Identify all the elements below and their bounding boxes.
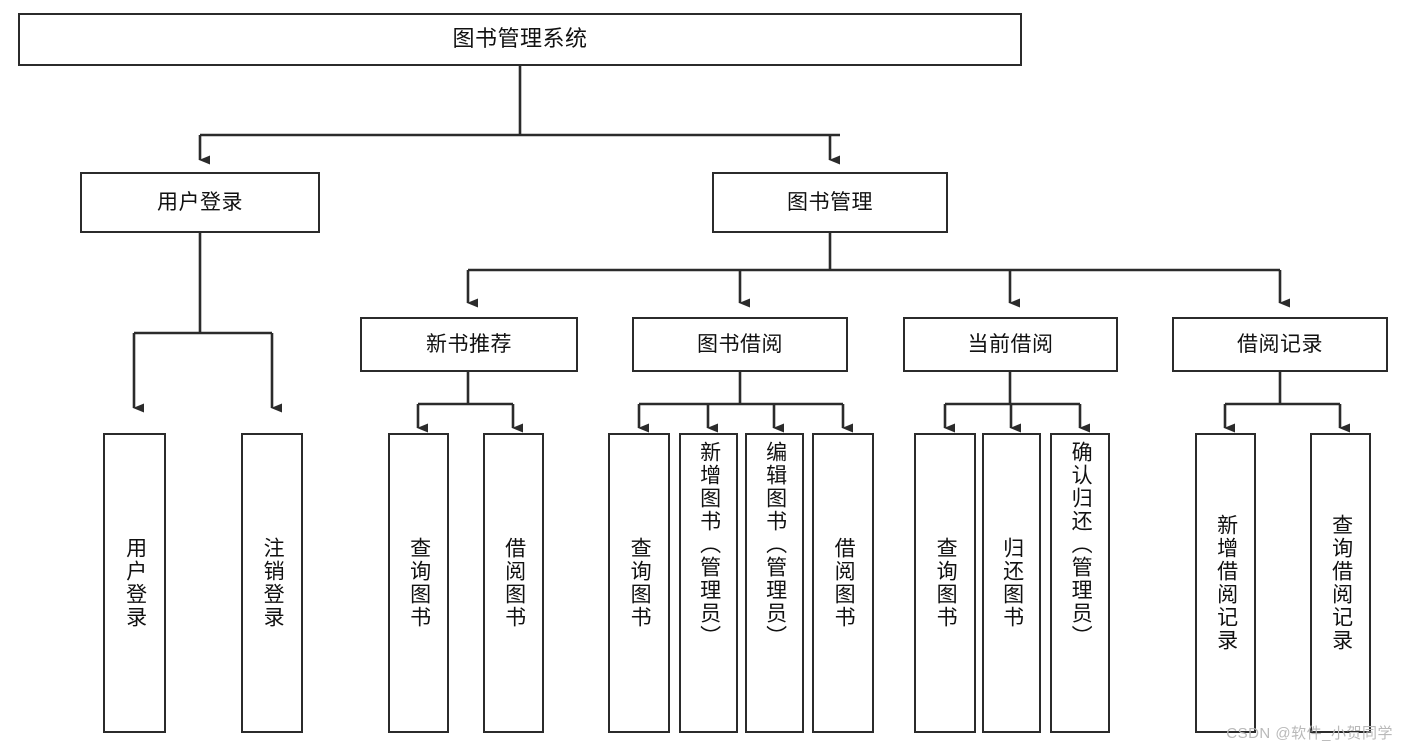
leaf-borrow-book-1-label: 借阅图书 — [502, 537, 526, 629]
node-user-login-label: 用户登录 — [157, 190, 243, 214]
leaf-query-book-3[interactable]: 查询图书 — [914, 433, 976, 733]
node-root-system-label: 图书管理系统 — [452, 26, 588, 52]
leaf-query-record[interactable]: 查询借阅记录 — [1310, 433, 1371, 733]
leaf-edit-book[interactable]: 编辑图书（管理员） — [745, 433, 804, 733]
leaf-borrow-book-1[interactable]: 借阅图书 — [483, 433, 544, 733]
leaf-add-record[interactable]: 新增借阅记录 — [1195, 433, 1256, 733]
leaf-query-book-2-label: 查询图书 — [628, 537, 652, 629]
csdn-watermark: CSDN @软件_小贺同学 — [1226, 725, 1393, 742]
node-borrow-record[interactable]: 借阅记录 — [1172, 317, 1388, 372]
node-book-manage[interactable]: 图书管理 — [712, 172, 948, 233]
leaf-borrow-book-2[interactable]: 借阅图书 — [812, 433, 874, 733]
leaf-query-book-3-label: 查询图书 — [934, 537, 958, 629]
node-root-system[interactable]: 图书管理系统 — [18, 13, 1022, 66]
leaf-user-login-label: 用户登录 — [123, 537, 147, 629]
leaf-borrow-book-2-label: 借阅图书 — [832, 537, 856, 629]
node-new-book-rec[interactable]: 新书推荐 — [360, 317, 578, 372]
leaf-add-book-label: 新增图书（管理员） — [697, 441, 721, 648]
node-current-borrow-label: 当前借阅 — [967, 332, 1054, 356]
leaf-add-record-label: 新增借阅记录 — [1214, 514, 1238, 652]
node-current-borrow[interactable]: 当前借阅 — [903, 317, 1118, 372]
node-book-borrow-label: 图书借阅 — [697, 332, 783, 356]
node-book-manage-label: 图书管理 — [787, 190, 873, 214]
leaf-return-book[interactable]: 归还图书 — [982, 433, 1041, 733]
node-new-book-rec-label: 新书推荐 — [426, 332, 512, 356]
leaf-edit-book-label: 编辑图书（管理员） — [763, 441, 787, 648]
node-book-borrow[interactable]: 图书借阅 — [632, 317, 848, 372]
leaf-confirm-return-label: 确认归还（管理员） — [1069, 441, 1093, 648]
leaf-user-logout-label: 注销登录 — [261, 537, 285, 629]
node-borrow-record-label: 借阅记录 — [1237, 332, 1323, 356]
leaf-query-book-1-label: 查询图书 — [407, 537, 431, 629]
node-user-login[interactable]: 用户登录 — [80, 172, 320, 233]
leaf-user-login[interactable]: 用户登录 — [103, 433, 166, 733]
leaf-return-book-label: 归还图书 — [1000, 537, 1024, 629]
leaf-add-book[interactable]: 新增图书（管理员） — [679, 433, 738, 733]
leaf-query-book-2[interactable]: 查询图书 — [608, 433, 670, 733]
leaf-query-book-1[interactable]: 查询图书 — [388, 433, 449, 733]
leaf-query-record-label: 查询借阅记录 — [1329, 514, 1353, 652]
leaf-confirm-return[interactable]: 确认归还（管理员） — [1050, 433, 1110, 733]
leaf-user-logout[interactable]: 注销登录 — [241, 433, 303, 733]
